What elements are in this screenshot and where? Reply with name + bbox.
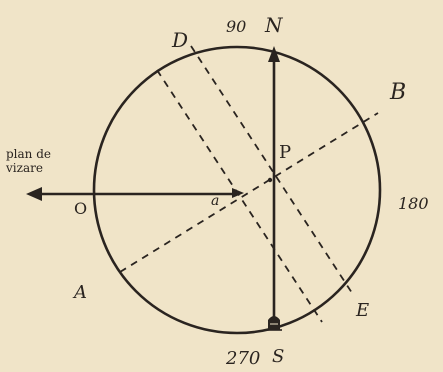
sighting-arrowhead-left [26,187,42,201]
stone-marker-icon [266,316,282,331]
label-point-d: D [171,28,188,52]
label-east-degree: 180 [398,194,429,213]
label-south-degree: 270 [225,348,260,369]
compass-circle [92,45,382,335]
label-point-b: B [389,80,406,105]
sighting-arrowhead-right [232,188,244,198]
north-arrowhead [268,46,280,62]
label-north-letter: N [264,13,284,37]
label-angle-mark: a [211,193,219,209]
dashed-line-d-e [190,45,355,297]
label-point-p: P [279,142,291,163]
label-north-degree: 90 [226,17,246,36]
dashed-line-parallel [156,69,323,323]
label-point-o: O [74,199,87,218]
label-plan-line2: vizare [5,161,43,175]
label-point-a: A [72,282,87,303]
label-plan-line1: plan de [6,147,51,161]
dashed-line-a-b [119,112,379,273]
label-point-e: E [355,300,369,321]
label-south-letter: S [272,346,284,367]
center-point [267,177,273,183]
